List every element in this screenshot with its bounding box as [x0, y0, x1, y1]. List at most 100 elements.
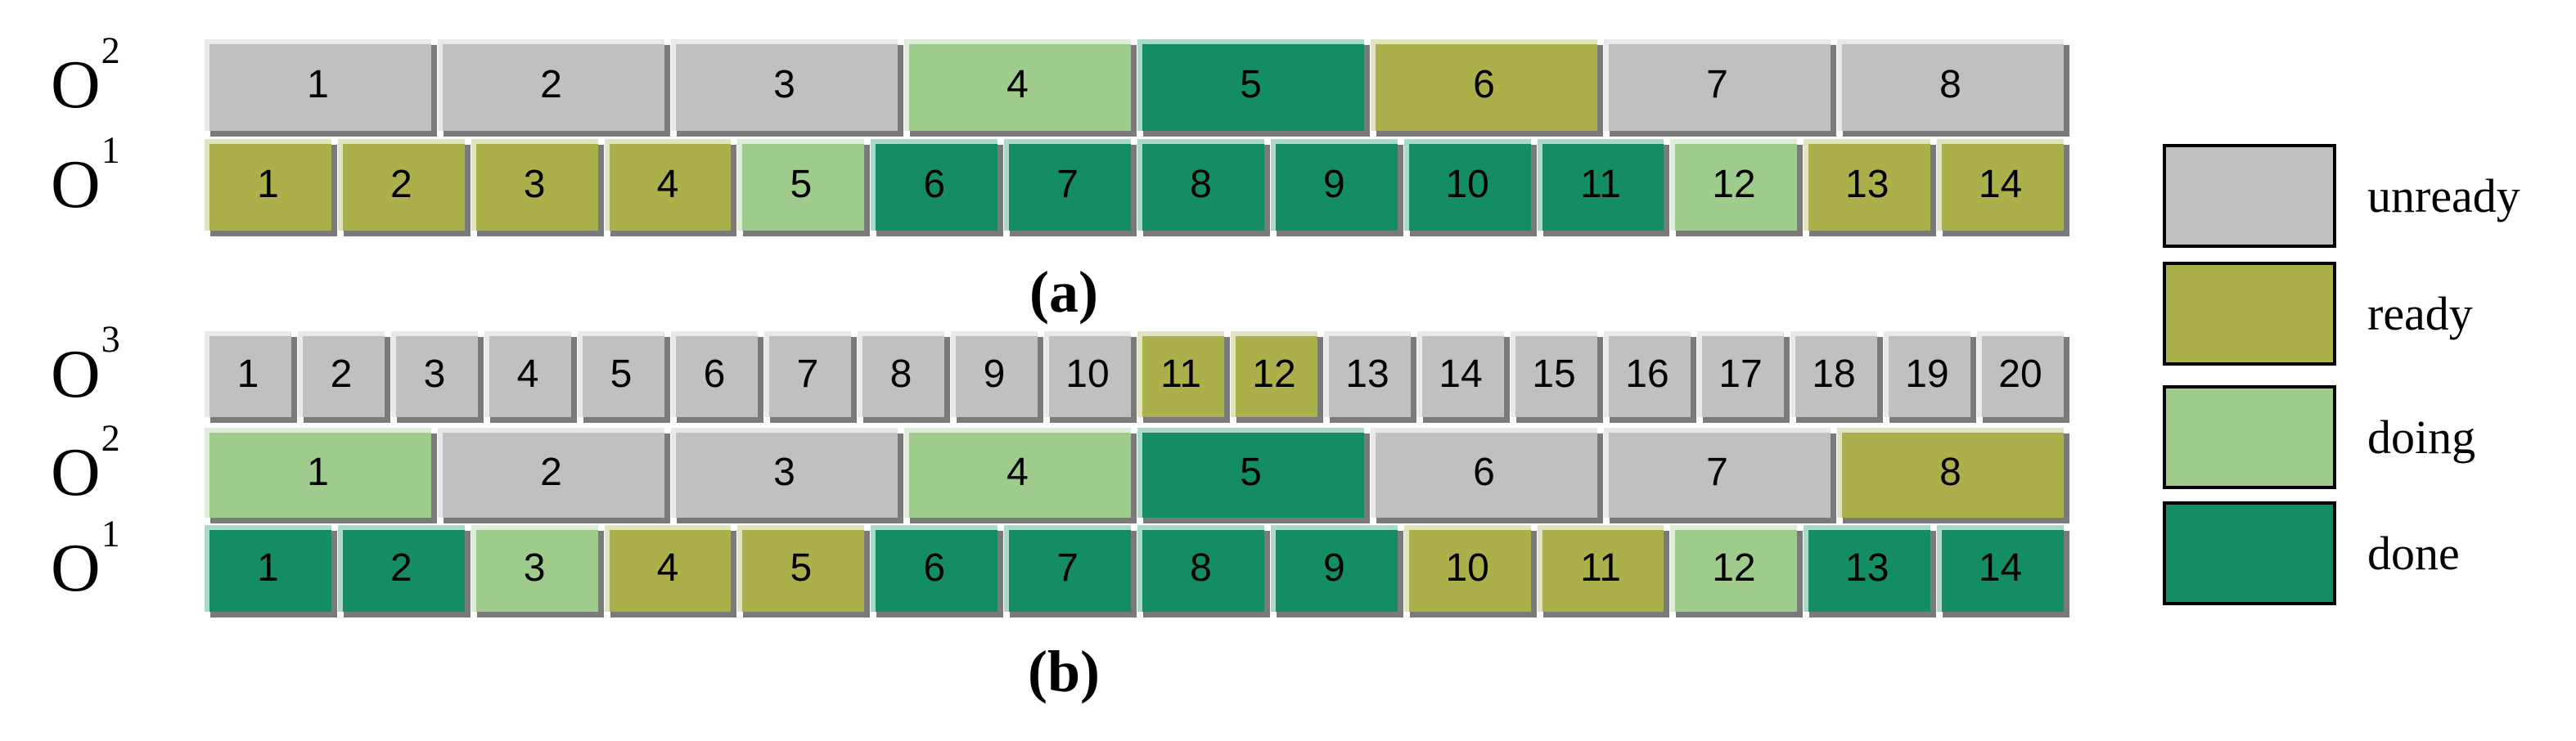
legend: unready ready doing done	[2163, 144, 2576, 605]
block-number: 13	[1845, 163, 1889, 206]
operation-block-unready: 2	[298, 331, 385, 417]
row-label-o1: O1	[51, 514, 120, 603]
operation-block-unready: 3	[391, 331, 478, 417]
block-number: 16	[1625, 352, 1669, 396]
block-number: 6	[1473, 451, 1495, 494]
operation-block-unready: 2	[438, 39, 664, 131]
operation-block-done: 10	[1403, 139, 1531, 231]
block-number: 8	[1190, 163, 1212, 206]
legend-item-done: done	[2163, 501, 2576, 605]
block-number: 20	[1998, 352, 2042, 396]
block-number: 1	[257, 163, 279, 206]
row-label-base: O	[51, 434, 101, 510]
legend-label-doing: doing	[2367, 410, 2476, 464]
block-number: 2	[330, 352, 353, 396]
legend-item-doing: doing	[2163, 385, 2576, 489]
block-number: 6	[703, 352, 726, 396]
operation-block-done: 5	[1137, 428, 1364, 518]
operation-block-done: 13	[1804, 525, 1931, 612]
block-number: 1	[307, 451, 329, 494]
row-label-superscript: 1	[101, 128, 120, 171]
operation-block-ready: 13	[1804, 139, 1931, 231]
operation-block-done: 7	[1004, 139, 1132, 231]
row-label-o3: O3	[51, 320, 120, 409]
block-number: 18	[1812, 352, 1856, 396]
block-number: 15	[1532, 352, 1576, 396]
operation-block-done: 5	[1137, 39, 1364, 131]
operation-block-ready: 1	[205, 139, 331, 231]
block-number: 7	[1056, 163, 1079, 206]
row-label-superscript: 2	[101, 29, 120, 71]
block-number: 5	[790, 546, 813, 590]
operation-block-done: 8	[1137, 139, 1264, 231]
operation-block-ready: 8	[1837, 428, 2064, 518]
block-number: 14	[1439, 352, 1483, 396]
legend-label-done: done	[2367, 526, 2460, 580]
operation-block-unready: 14	[1417, 331, 1504, 417]
row-label-base: O	[51, 335, 101, 412]
block-number: 8	[889, 352, 912, 396]
operation-block-unready: 15	[1511, 331, 1597, 417]
row-label-superscript: 2	[101, 416, 120, 459]
legend-swatch-done	[2163, 501, 2336, 605]
operation-block-unready: 20	[1977, 331, 2064, 417]
legend-item-unready: unready	[2163, 144, 2576, 248]
legend-item-ready: ready	[2163, 262, 2576, 366]
legend-label-ready: ready	[2367, 286, 2473, 340]
block-number: 2	[540, 63, 562, 106]
block-number: 2	[390, 546, 412, 590]
operation-block-ready: 4	[604, 139, 732, 231]
block-number: 1	[307, 63, 329, 106]
operation-block-done: 9	[1270, 525, 1398, 612]
operation-block-ready: 3	[471, 139, 598, 231]
operation-block-unready: 16	[1604, 331, 1691, 417]
block-number: 3	[773, 451, 795, 494]
block-number: 1	[257, 546, 279, 590]
legend-swatch-doing	[2163, 385, 2336, 489]
operation-block-unready: 6	[671, 331, 758, 417]
legend-swatch-unready	[2163, 144, 2336, 248]
operation-block-unready: 3	[671, 428, 898, 518]
block-number: 7	[1056, 546, 1079, 590]
block-number: 9	[1322, 163, 1345, 206]
block-number: 5	[610, 352, 633, 396]
operation-block-unready: 6	[1371, 428, 1597, 518]
block-number: 12	[1712, 546, 1756, 590]
block-number: 4	[1007, 63, 1029, 106]
block-number: 3	[523, 546, 546, 590]
block-number: 2	[540, 451, 562, 494]
block-number: 6	[923, 546, 946, 590]
block-number: 4	[656, 546, 679, 590]
operation-block-ready: 10	[1403, 525, 1531, 612]
block-number: 7	[1706, 451, 1728, 494]
operation-block-doing: 1	[205, 428, 431, 518]
block-number: 9	[983, 352, 1006, 396]
operation-block-unready: 1	[205, 39, 431, 131]
block-number: 1	[236, 352, 259, 396]
block-number: 8	[1939, 63, 1961, 106]
row-label-o1: O1	[51, 131, 120, 219]
block-number: 11	[1160, 352, 1201, 396]
block-number: 14	[1978, 546, 2023, 590]
block-number: 3	[423, 352, 446, 396]
operation-block-done: 14	[1937, 525, 2065, 612]
block-number: 7	[796, 352, 819, 396]
block-number: 14	[1978, 163, 2023, 206]
operation-block-done: 8	[1137, 525, 1264, 612]
operation-block-ready: 5	[737, 525, 865, 612]
block-number: 11	[1580, 163, 1621, 206]
block-number: 7	[1706, 63, 1728, 106]
block-number: 19	[1905, 352, 1949, 396]
block-number: 5	[790, 163, 813, 206]
legend-label-unready: unready	[2367, 168, 2520, 222]
operation-block-doing: 3	[471, 525, 598, 612]
block-number: 6	[923, 163, 946, 206]
operation-block-done: 11	[1537, 139, 1664, 231]
operation-block-done: 6	[871, 139, 998, 231]
block-number: 11	[1580, 546, 1621, 590]
operation-block-ready: 11	[1537, 525, 1664, 612]
